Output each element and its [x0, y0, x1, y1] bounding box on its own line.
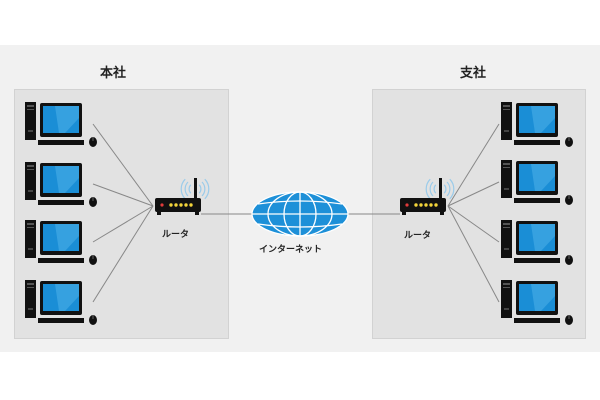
computer-icon [25, 280, 97, 325]
globe-icon [251, 191, 349, 237]
mouse-icon [565, 315, 573, 325]
icons-layer [25, 102, 573, 325]
hq-router-label: ルータ [162, 230, 190, 240]
router-icon [400, 178, 455, 215]
computer-icon [25, 220, 97, 265]
wifi-icon [425, 178, 455, 200]
connection-lines [92, 123, 500, 303]
mouse-icon [89, 255, 97, 265]
mouse-icon [565, 255, 573, 265]
headquarters-title: 本社 [100, 66, 127, 81]
computer-icon [501, 280, 573, 325]
mouse-icon [89, 197, 97, 207]
router-icon [155, 178, 210, 215]
branch-title: 支社 [460, 66, 487, 81]
computer-icon [25, 162, 97, 207]
mouse-icon [89, 137, 97, 147]
internet-label: インターネット [259, 245, 323, 255]
mouse-icon [89, 315, 97, 325]
wifi-icon [180, 178, 210, 200]
mouse-icon [565, 195, 573, 205]
computer-icon [501, 102, 573, 147]
computer-icon [501, 160, 573, 205]
computer-icon [501, 220, 573, 265]
branch-router-label: ルータ [404, 231, 432, 241]
mouse-icon [565, 137, 573, 147]
computer-icon [25, 102, 97, 147]
